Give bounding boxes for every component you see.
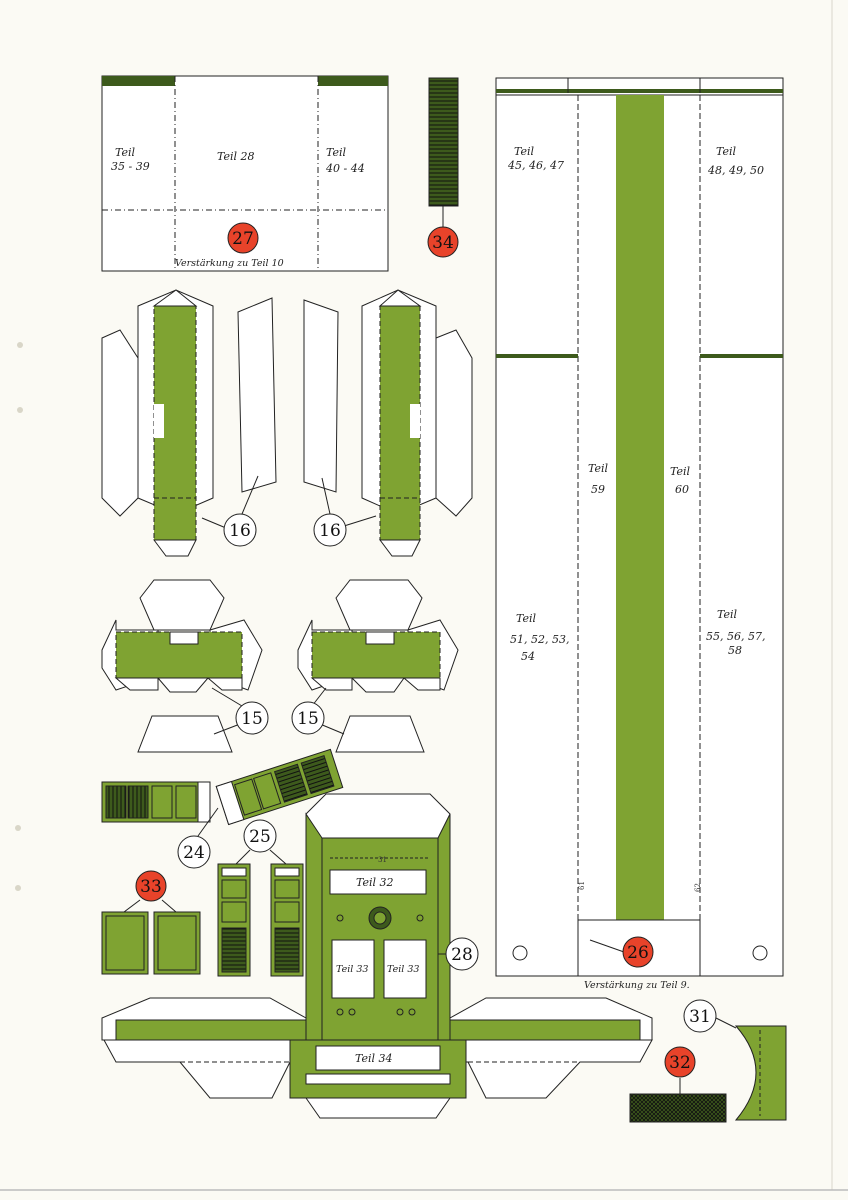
badge-33: 33: [123, 870, 177, 913]
badge-32: 32: [664, 1046, 696, 1094]
part-15-left: [101, 579, 263, 753]
badge-24: 24: [177, 807, 219, 869]
svg-text:27: 27: [232, 229, 254, 249]
label-teil-35-a: Teil: [115, 146, 136, 159]
label-teil-40-b: 40 - 44: [325, 162, 365, 175]
svg-text:33: 33: [140, 877, 162, 897]
svg-text:15: 15: [241, 709, 263, 729]
part-33: [101, 911, 201, 975]
svg-text:16: 16: [319, 521, 341, 541]
svg-text:32: 32: [669, 1053, 691, 1073]
badge-28: 28: [438, 937, 479, 971]
label-teil-32: Teil 32: [356, 876, 394, 889]
label-teil-33-b: Teil 33: [387, 964, 419, 975]
label-teil-48-b: 48, 49, 50: [707, 164, 764, 177]
badge-16-b: 16: [313, 477, 377, 547]
label-teil-40-a: Teil: [326, 146, 347, 159]
part-16-right-strip: [303, 299, 339, 493]
part-16-left-strip: [237, 297, 277, 493]
label-teil-55-c: 58: [728, 644, 742, 657]
part-31: [734, 1025, 787, 1121]
svg-text:15: 15: [297, 709, 319, 729]
badge-26: 26: [589, 936, 654, 968]
badge-16-a: 16: [201, 475, 259, 547]
label-verstaerkung-9: Verstärkung zu Teil 9.: [584, 980, 690, 991]
label-verstaerkung-10: Verstärkung zu Teil 10: [175, 258, 284, 269]
label-teil-45-b: 45, 46, 47: [507, 159, 564, 172]
svg-text:16: 16: [229, 521, 251, 541]
label-teil-55-a: Teil: [717, 608, 738, 621]
svg-text:24: 24: [183, 843, 205, 863]
part-15-right: [297, 579, 459, 753]
part-34-grill: 34: [427, 77, 459, 258]
badge-27: 27: [227, 222, 259, 254]
svg-text:25: 25: [249, 827, 271, 847]
label-teil-28: Teil 28: [217, 150, 255, 163]
label-teil-51-c: 54: [521, 650, 535, 663]
part-25: [217, 863, 304, 977]
label-teil-60-a: Teil: [670, 465, 691, 478]
part-16-right: [361, 289, 473, 557]
part-16-left: [101, 289, 214, 557]
large-chassis-panel: [495, 77, 784, 977]
badge-31: 31: [683, 999, 737, 1033]
label-teil-59-a: Teil: [588, 462, 609, 475]
badge-25: 25: [235, 819, 287, 865]
dim-62: 62: [694, 883, 702, 892]
svg-text:28: 28: [451, 945, 473, 965]
label-teil-48-a: Teil: [716, 145, 737, 158]
label-teil-35-b: 35 - 39: [111, 160, 150, 173]
part-24: [101, 748, 344, 826]
label-teil-59-b: 59: [591, 483, 605, 496]
binder-holes: [15, 342, 23, 891]
label-teil-45-a: Teil: [514, 145, 535, 158]
part-28-body: [305, 793, 451, 1041]
label-teil-55-b: 55, 56, 57,: [706, 630, 765, 643]
label-teil-34: Teil 34: [355, 1052, 393, 1065]
part-32-grill: [629, 1093, 727, 1123]
label-teil-60-b: 60: [675, 483, 689, 496]
label-teil-33-a: Teil 33: [336, 964, 368, 975]
svg-text:34: 34: [432, 233, 454, 253]
part-bottom-wings: [101, 997, 653, 1119]
badge-15-a: 15: [211, 687, 269, 735]
badge-15-b: 15: [291, 687, 345, 735]
label-teil-51-b: 51, 52, 53,: [510, 633, 569, 646]
dim-31: 31: [378, 856, 387, 864]
svg-text:26: 26: [627, 943, 649, 963]
dim-61: 61: [578, 881, 586, 890]
label-teil-51-a: Teil: [516, 612, 537, 625]
svg-text:31: 31: [689, 1007, 711, 1027]
